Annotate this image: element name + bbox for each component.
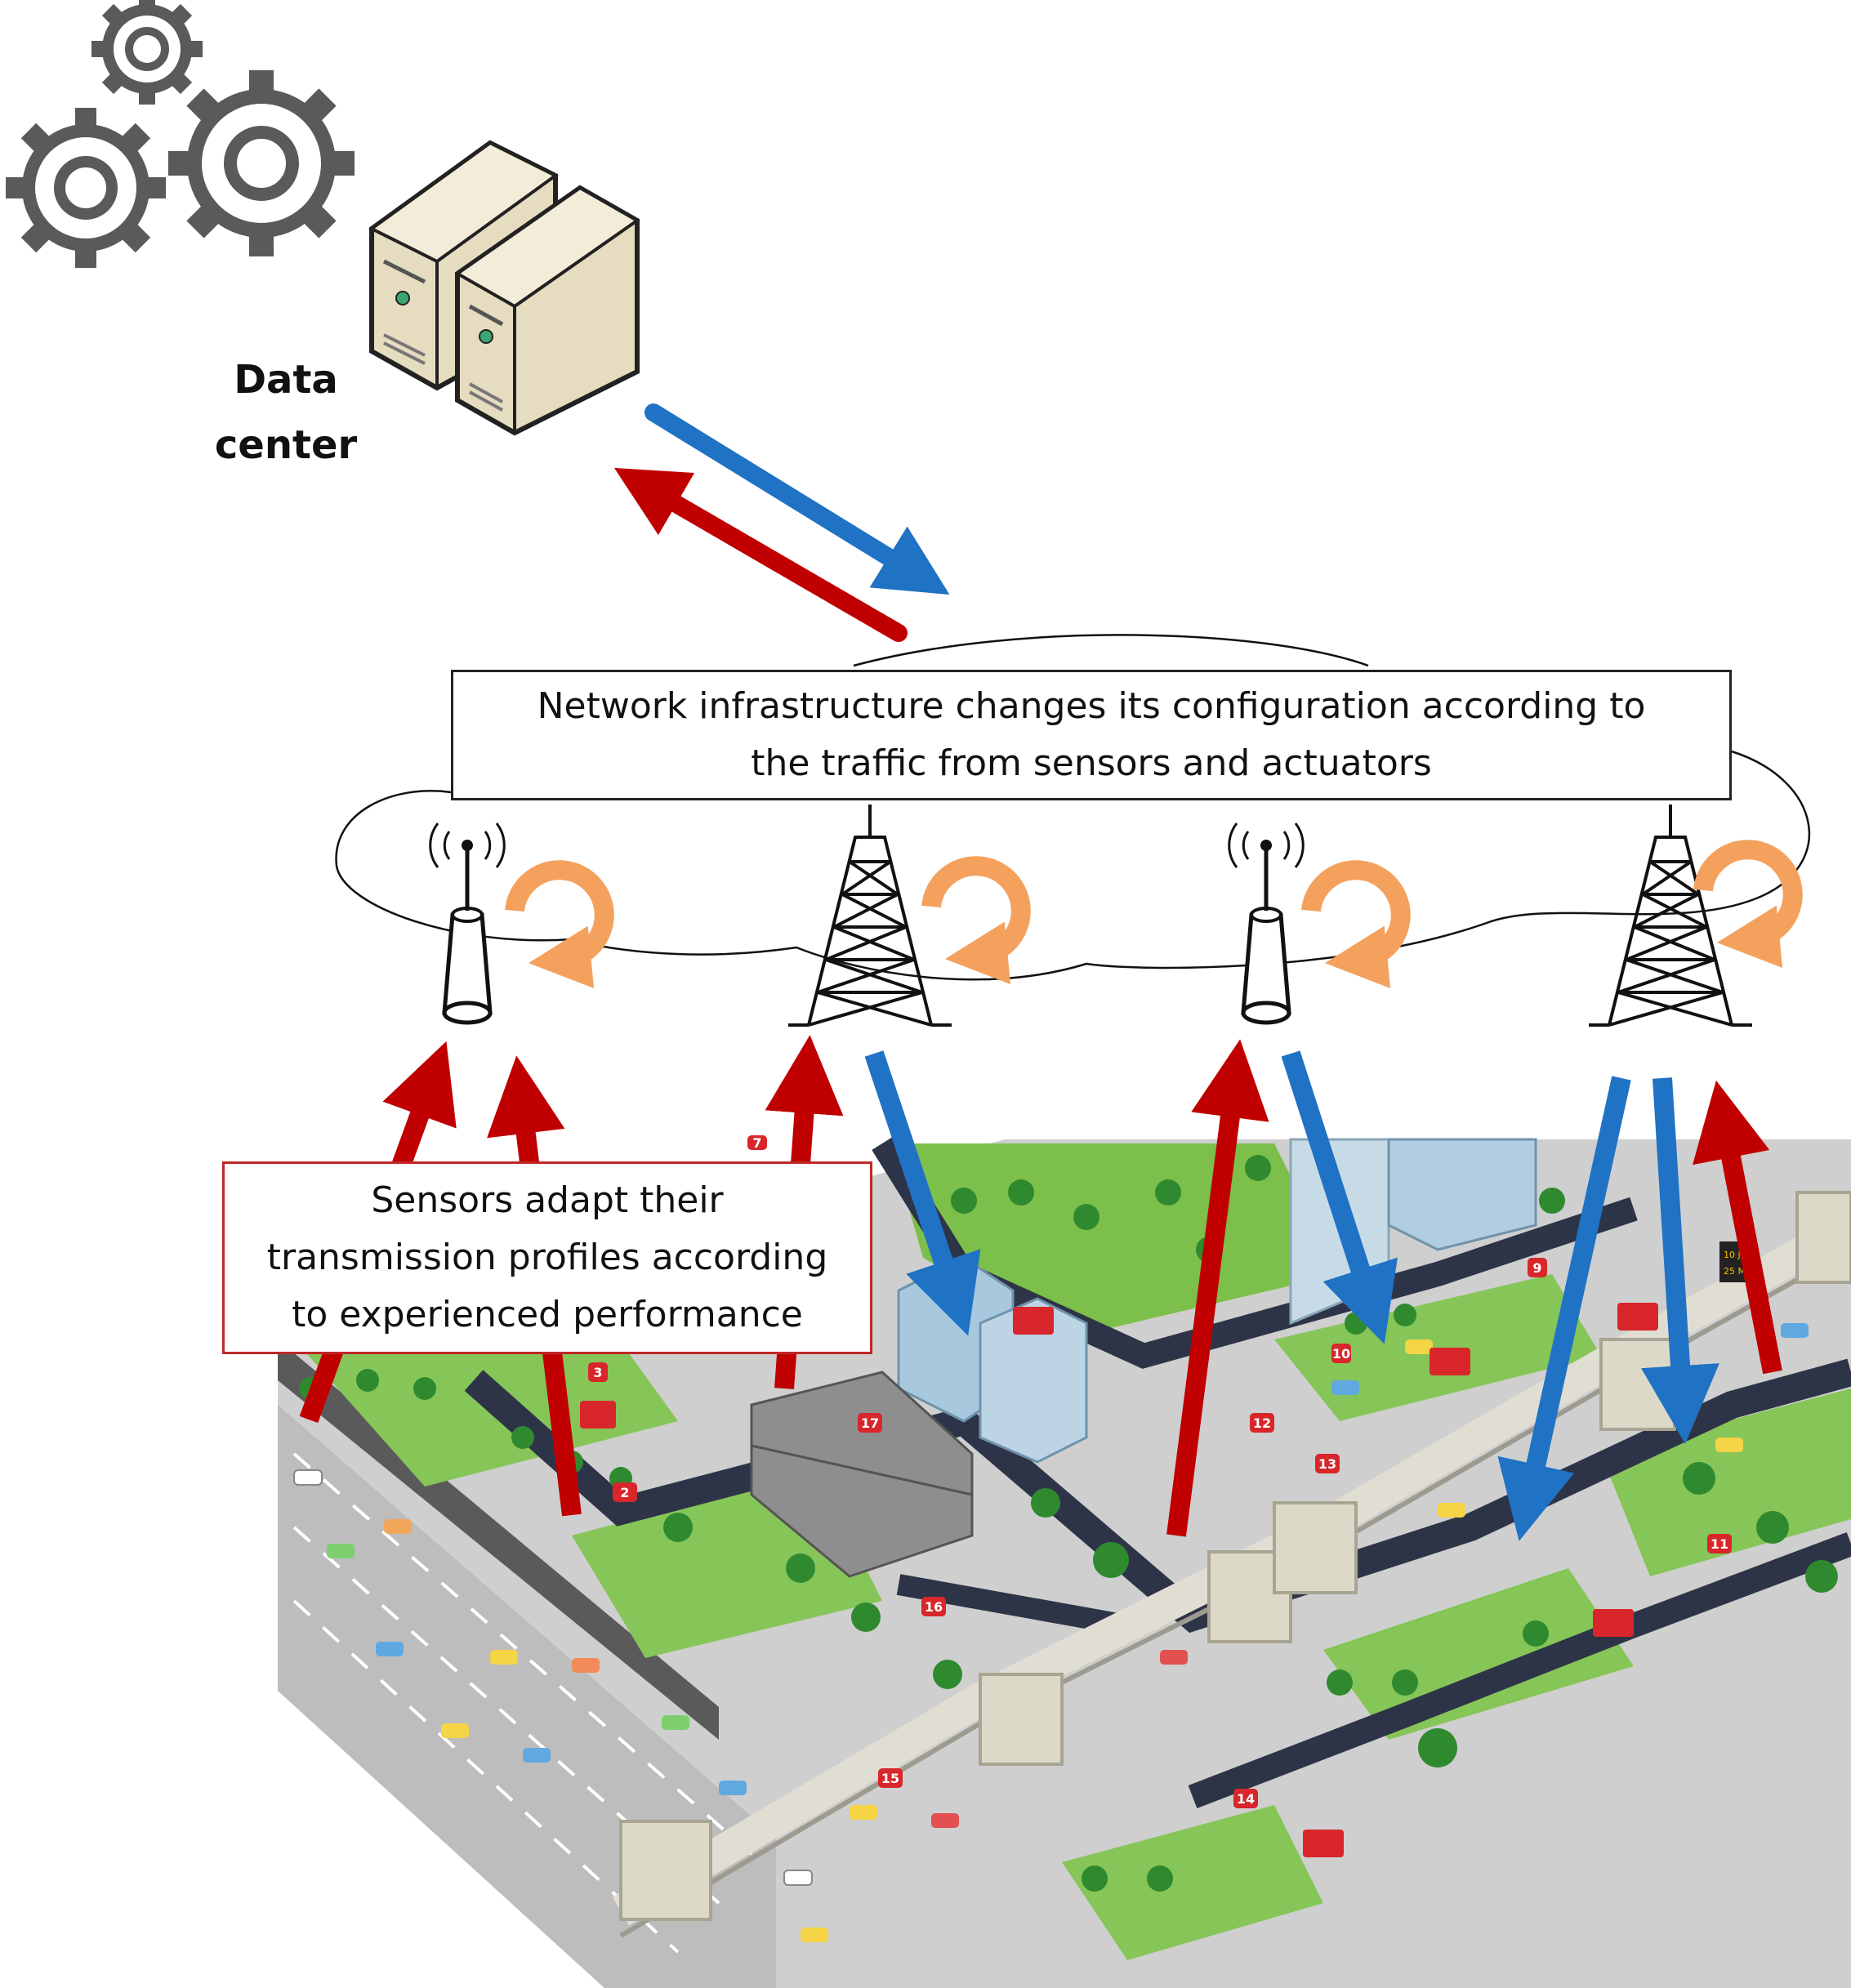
rail-pillar xyxy=(979,1673,1064,1766)
marker-11: 12 xyxy=(1250,1413,1274,1433)
refresh-icon xyxy=(921,856,1031,984)
network-label-line2: the traffic from sensors and actuators xyxy=(751,742,1432,784)
svg-text:17: 17 xyxy=(861,1415,879,1431)
refresh-icon xyxy=(1301,860,1411,988)
svg-text:11: 11 xyxy=(1711,1536,1728,1552)
gear-icon xyxy=(168,70,355,256)
marker-3: 7 xyxy=(747,1135,767,1151)
svg-text:13: 13 xyxy=(1318,1456,1336,1472)
antenna-icon xyxy=(1228,822,1305,1025)
sensors-label: Sensors adapt their transmission profile… xyxy=(222,1161,872,1354)
downlink-arrow xyxy=(1281,1050,1398,1344)
rail-pillar xyxy=(1795,1191,1851,1284)
sensors-label-line3: to experienced performance xyxy=(292,1294,803,1335)
marker-13: 14 xyxy=(1233,1789,1258,1808)
data-center-label-line2: center xyxy=(214,422,358,468)
cars xyxy=(293,1323,1809,1942)
uplink-arrow-datacenter xyxy=(613,467,908,642)
city-sign: 10 J 25 M xyxy=(1719,1241,1752,1282)
marker-7: 9 xyxy=(1528,1258,1547,1277)
svg-text:2: 2 xyxy=(620,1485,629,1500)
sensors-label-line1: Sensors adapt their xyxy=(371,1179,724,1221)
marker-14: 15 xyxy=(878,1768,903,1788)
city-markers: 3 7 9 10 11 12 13 14 15 16 17 2 xyxy=(588,1135,1732,1808)
gear-icon xyxy=(91,0,203,105)
server-icon xyxy=(454,185,640,436)
downlink-arrow xyxy=(864,1050,981,1336)
svg-text:12: 12 xyxy=(1253,1415,1271,1431)
rail-pillar xyxy=(1599,1338,1676,1431)
network-infrastructure-label: Network infrastructure changes its confi… xyxy=(451,670,1732,800)
marker-12: 13 xyxy=(1315,1454,1340,1473)
svg-text:9: 9 xyxy=(1532,1260,1541,1276)
grass-block-6 xyxy=(1062,1805,1323,1960)
buses xyxy=(580,1303,1658,1857)
cell-tower-icon xyxy=(1589,805,1752,1027)
grass-block-4 xyxy=(1323,1568,1634,1740)
data-center-label-line1: Data xyxy=(234,357,338,403)
gear-icon xyxy=(6,108,166,268)
downlink-arrow xyxy=(1497,1076,1631,1541)
rail-pillar xyxy=(1207,1550,1292,1643)
svg-text:10: 10 xyxy=(1332,1346,1350,1362)
trees xyxy=(299,1155,1838,1892)
cell-tower-icon xyxy=(788,805,952,1027)
svg-text:25 M: 25 M xyxy=(1724,1266,1746,1277)
uplink-arrow xyxy=(1692,1080,1782,1375)
rail-pillar xyxy=(619,1820,712,1921)
uplink-arrow xyxy=(1166,1039,1269,1537)
marker-10: 11 xyxy=(1707,1534,1732,1553)
svg-text:16: 16 xyxy=(925,1599,943,1615)
svg-text:15: 15 xyxy=(881,1771,899,1786)
marker-9: 10 xyxy=(1331,1344,1351,1363)
svg-text:10 J: 10 J xyxy=(1724,1250,1741,1260)
sensors-label-line2: transmission profiles according xyxy=(266,1237,828,1278)
network-label-line1: Network infrastructure changes its confi… xyxy=(537,685,1646,727)
refresh-icon xyxy=(505,860,614,988)
office-building xyxy=(1387,1138,1537,1251)
marker-15: 16 xyxy=(921,1597,946,1616)
marker-2: 3 xyxy=(588,1362,608,1382)
parking-garage xyxy=(750,1371,974,1578)
antenna-icon xyxy=(429,822,506,1025)
office-building xyxy=(979,1297,1088,1464)
marker-17: 2 xyxy=(613,1482,637,1502)
svg-text:3: 3 xyxy=(593,1365,602,1380)
svg-text:14: 14 xyxy=(1237,1791,1255,1807)
data-center-label: Data center xyxy=(196,347,376,478)
downlink-arrow-datacenter xyxy=(645,403,950,595)
marker-16: 17 xyxy=(858,1413,882,1433)
svg-text:7: 7 xyxy=(752,1135,761,1151)
rail-pillar xyxy=(1273,1501,1358,1594)
refresh-icon xyxy=(1693,840,1803,968)
main-road-3 xyxy=(1188,1531,1851,1809)
downlink-arrow xyxy=(1641,1077,1719,1444)
